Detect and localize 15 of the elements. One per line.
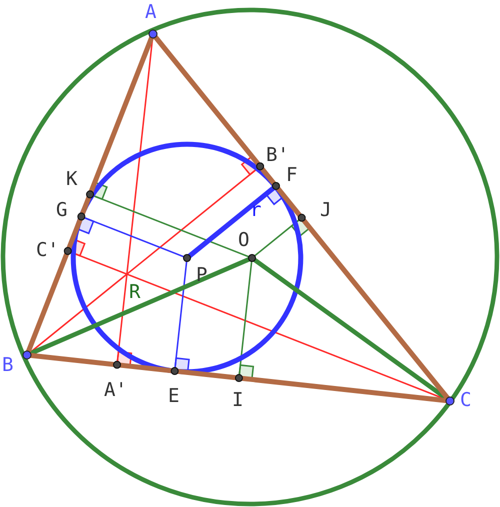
point-label: B bbox=[2, 355, 14, 375]
point-label: A' bbox=[104, 380, 127, 400]
point-label: K bbox=[66, 169, 78, 189]
point-label: I bbox=[232, 390, 244, 410]
point-label: C bbox=[460, 390, 472, 410]
point-label: B' bbox=[266, 145, 289, 165]
point-label: C' bbox=[36, 240, 59, 260]
point-label: A bbox=[145, 2, 156, 22]
point-label: G bbox=[56, 200, 68, 220]
point-label: r bbox=[250, 200, 262, 220]
point-label: O bbox=[238, 230, 250, 250]
point-label: E bbox=[168, 386, 180, 406]
point-label: R bbox=[129, 282, 140, 302]
point-label: J bbox=[320, 200, 332, 220]
point-label: F bbox=[286, 165, 298, 185]
